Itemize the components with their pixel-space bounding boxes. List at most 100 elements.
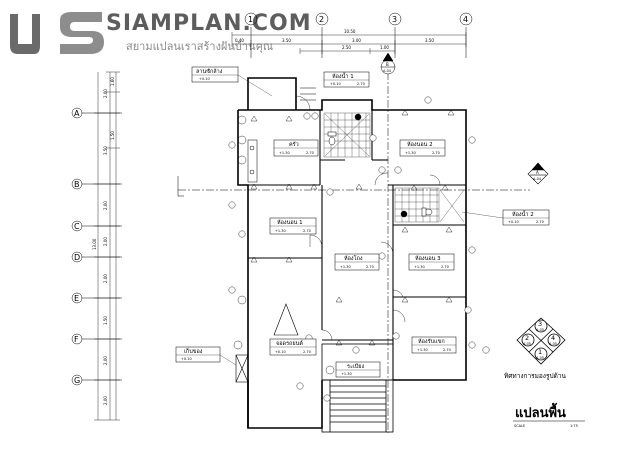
title-scale-value: 1:75 <box>570 424 578 428</box>
room-storage: เก็บของ +0.10 <box>175 346 237 366</box>
room-garage-name: จอดรถยนต์ <box>276 340 303 347</box>
dim-top-seg-4: 3.50 <box>425 38 434 43</box>
grid-col-1: 1 <box>248 15 253 24</box>
room-terrace: ระเบียง +1.30 <box>335 361 381 378</box>
garage-arrow-icon <box>273 303 299 336</box>
grid-row-e: E <box>74 294 79 303</box>
dim-top-total: 10.50 <box>344 29 356 34</box>
watermark-s-icon <box>60 12 104 54</box>
room-storage-name: เก็บของ <box>184 347 203 355</box>
room-storage-level: +0.10 <box>181 357 192 361</box>
dim-top-seg-1: 0.40 <box>235 38 244 43</box>
drawing-title: แปลนพื้น <box>515 402 566 421</box>
elev-key-label-4: 4 <box>551 334 555 342</box>
room-bedroom-2-name: ห้องนอน 2 <box>407 141 433 148</box>
room-bedroom-3-name: ห้องนอน 3 <box>415 255 441 262</box>
top-dimension-lines <box>231 32 467 54</box>
room-bedroom-3: ห้องนอน 3 +1.30 2.70 <box>408 253 455 271</box>
dim-left-seg-7: 2.00 <box>103 356 108 365</box>
exterior-walls <box>237 77 467 429</box>
laundry-steps <box>300 87 316 101</box>
room-bath-1: ห้องน้ำ 1 +0.10 2.70 <box>323 71 370 88</box>
room-hall-name: ห้องโถง <box>344 254 363 262</box>
bath2-tiles <box>394 187 465 223</box>
room-garage: จอดรถยนต์ +0.10 2.70 <box>269 338 317 356</box>
section-b-sheet: A-04 <box>383 69 392 73</box>
grid-row-d: D <box>74 253 80 262</box>
room-laundry: ลานซักล้าง +0.10 <box>191 66 273 97</box>
room-bath-2-size: 2.70 <box>536 220 544 224</box>
door-swings <box>295 95 441 341</box>
elev-key-label-3: 3 <box>538 320 542 328</box>
dim-top-sub-2: 1.00 <box>380 45 389 50</box>
dim-left-seg-4: 2.00 <box>103 237 108 246</box>
grid-col-4: 4 <box>463 15 468 24</box>
room-kitchen: ครัว +1.30 2.70 <box>273 139 319 157</box>
left-dimension-lines <box>94 71 120 421</box>
dim-top-sub-1: 2.50 <box>342 45 351 50</box>
room-bedroom-2: ห้องนอน 2 +1.30 2.70 <box>399 139 446 157</box>
elev-key-label-2: 2 <box>525 334 529 342</box>
room-laundry-name: ลานซักล้าง <box>196 68 223 75</box>
room-hall: ห้องโถง +1.30 2.70 <box>334 253 380 271</box>
dim-left-seg-1: 2.00 <box>103 89 108 98</box>
section-a-sheet: A-04 <box>533 177 542 181</box>
room-living-name: ห้องรับแขก <box>418 338 445 345</box>
room-bath-2-name: ห้องน้ำ 2 <box>512 210 534 218</box>
dim-left-outer-1: 1.60 <box>110 77 115 86</box>
grid-row-g: G <box>74 376 80 385</box>
elev-key-caption: ทิศทางการมองรูปด้าน <box>504 372 566 380</box>
room-kitchen-level: +1.30 <box>279 151 290 155</box>
basin-icon <box>354 113 408 218</box>
dim-left-seg-8: 2.00 <box>103 396 108 405</box>
watermark-logo-icon <box>10 14 40 54</box>
level-markers <box>250 109 455 346</box>
terrace <box>321 343 394 433</box>
grid-col-2: 2 <box>319 15 324 24</box>
room-garage-size: 2.70 <box>303 350 311 354</box>
room-living: ห้องรับแขก +1.30 2.70 <box>411 336 457 354</box>
elev-key-sheet-1: A-05 <box>536 356 544 360</box>
room-terrace-level: +1.30 <box>341 372 352 376</box>
watermark-tagline: สยามแปลนเราสร้างฝันบ้านคุณ <box>126 40 273 53</box>
room-laundry-level: +0.10 <box>199 77 210 81</box>
room-bath-2: ห้องน้ำ 2 +0.10 2.70 <box>461 209 550 226</box>
room-bedroom-1: ห้องนอน 1 +1.30 2.70 <box>269 217 317 235</box>
watermark: SIAMPLAN.COM สยามแปลนเราสร้างฝันบ้านคุณ <box>10 11 311 54</box>
dim-left-seg-6: 1.50 <box>103 316 108 325</box>
storage-area <box>235 354 249 383</box>
title-scale-label: SCALE <box>514 424 525 428</box>
toilet-icon <box>327 131 433 217</box>
room-bedroom-2-level: +1.30 <box>405 151 416 155</box>
elev-key-sheet-2: A-05 <box>523 342 531 346</box>
grid-row-a: A <box>74 109 80 118</box>
room-bedroom-2-size: 2.70 <box>432 151 440 155</box>
room-garage-level: +0.10 <box>275 350 286 354</box>
dim-left-total: 13.00 <box>92 238 97 250</box>
room-hall-level: +1.30 <box>340 265 351 269</box>
elev-key-label-1: 1 <box>538 348 542 356</box>
section-b-letter: B <box>386 62 389 67</box>
section-a-letter: A <box>536 170 539 175</box>
elev-key-sheet-4: A-05 <box>549 342 557 346</box>
room-bedroom-3-size: 2.70 <box>441 265 449 269</box>
grid-rows <box>71 107 122 386</box>
grid-col-3: 3 <box>392 15 397 24</box>
grid-row-c: C <box>74 222 80 231</box>
dim-top-seg-3: 3.00 <box>352 38 361 43</box>
plant-icons <box>233 115 335 375</box>
section-marker-a <box>527 162 549 185</box>
room-bedroom-1-size: 2.70 <box>303 229 311 233</box>
section-marker-b <box>380 52 396 75</box>
room-kitchen-name: ครัว <box>289 141 299 148</box>
room-bedroom-1-level: +1.30 <box>275 229 286 233</box>
dim-left-seg-5: 2.00 <box>103 274 108 283</box>
dim-left-outer-2: 1.50 <box>110 131 115 140</box>
dim-top-seg-2: 3.50 <box>282 38 291 43</box>
room-terrace-name: ระเบียง <box>347 363 365 370</box>
bath1-tiles <box>323 112 371 158</box>
room-living-level: +1.30 <box>417 348 428 352</box>
room-bath-2-level: +0.10 <box>508 220 519 224</box>
dim-left-seg-3: 2.00 <box>103 201 108 210</box>
window-tags <box>228 96 490 402</box>
